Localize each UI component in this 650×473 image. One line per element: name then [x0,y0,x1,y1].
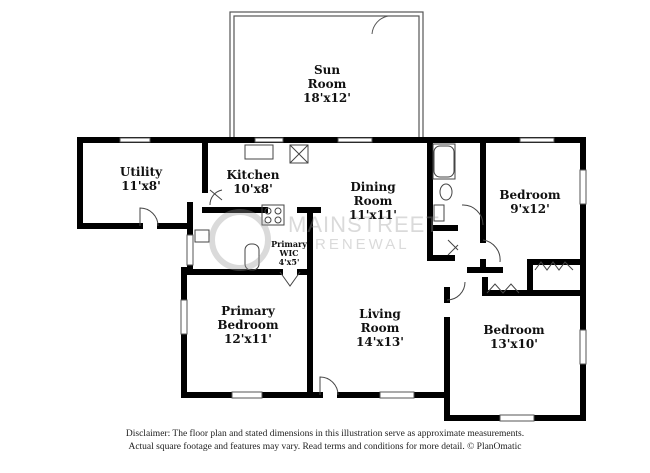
room-name: Primary [221,304,275,318]
tub [244,243,260,271]
room-label-primary-bedroom: Primary Bedroom 12'x11' [217,304,278,346]
watermark-subtext: RENEWAL [315,236,410,253]
room-dims: 10'x8' [233,182,273,196]
room-name: Utility [119,165,163,179]
room-name: Living [359,307,401,321]
disclaimer: Disclaimer: The floor plan and stated di… [0,428,650,454]
room-dims: 9'x12' [510,202,550,216]
doors [139,189,574,396]
room-label-bedroom-1: Bedroom 9'x12' [499,188,560,216]
room-dims: 4'x5' [278,257,300,267]
room-name: Sun [313,63,341,77]
watermark-logo [209,209,271,271]
room-name: Room [353,194,393,208]
toilet [439,183,453,201]
room-label-utility: Utility 11'x8' [120,165,162,193]
room-label-living-room: Living Room 14'x13' [356,307,404,349]
room-name: Bedroom [483,323,545,337]
fixtures [194,143,456,271]
kitchen-sink [244,144,274,160]
room-name: Kitchen [226,168,280,182]
room-name: Primary [271,239,307,249]
room-dims: 11'x8' [121,179,161,193]
room-label-primary-wic: Primary WIC 4'x5' [271,240,307,267]
sink [433,204,445,222]
room-dims: 12'x11' [224,332,272,346]
room-name: Dining [350,180,396,194]
room-label-bedroom-2: Bedroom 13'x10' [483,323,544,351]
room-name: Room [360,321,400,335]
windows [119,137,587,422]
watermark-text: MAINSTREET [288,212,440,237]
laundry-sink [194,229,210,243]
room-label-dining-room: Dining Room 11'x11' [349,180,397,222]
stove [261,204,285,226]
room-label-sun-room: Sun Room 18'x12' [303,63,351,105]
room-name: Bedroom [499,188,561,202]
disclaimer-line-2: Actual square footage and features may v… [128,442,522,452]
fridge [289,144,309,164]
room-dims: 11'x11' [349,208,397,222]
sun-room-door [368,11,389,35]
room-name: Room [307,77,347,91]
room-name: Bedroom [217,318,279,332]
bathtub [432,143,456,180]
room-dims: 13'x10' [490,337,538,351]
room-name: WIC [279,248,299,258]
room-label-kitchen: Kitchen 10'x8' [227,168,280,196]
disclaimer-line-1: Disclaimer: The floor plan and stated di… [125,429,525,439]
room-dims: 14'x13' [356,335,404,349]
room-dims: 18'x12' [303,91,351,105]
